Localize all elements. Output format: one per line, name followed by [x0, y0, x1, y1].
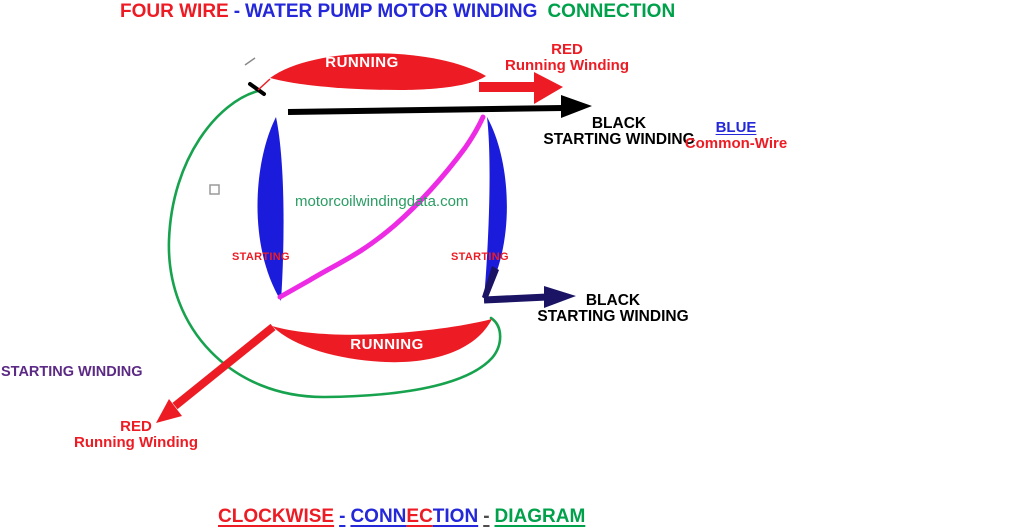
black-bottom-label: BLACK STARTING WINDING [537, 293, 688, 325]
red-arrow-top [479, 72, 563, 104]
black-bottom-line1: BLACK [585, 292, 641, 309]
black-bottom-line2: STARTING WINDING [537, 308, 689, 325]
red-top-line1: RED [551, 41, 583, 58]
blue-common-label: BLUE Common-Wire [685, 120, 787, 152]
red-connector-line [257, 78, 271, 91]
black-arrow-top [287, 95, 592, 118]
right-starting-lens [484, 117, 507, 299]
navy-arrow [483, 286, 576, 308]
starting-winding-purple-label: STARTING WINDING [1, 364, 143, 380]
red-arrow-bottom-head [156, 399, 182, 423]
red-arrow-bottom-shaft [172, 323, 276, 410]
gray-slash-mark [244, 57, 256, 66]
pen-tick-mark [248, 82, 266, 96]
starting-left-label: STARTING [232, 251, 290, 263]
footer-clockwise: CLOCKWISE [218, 506, 335, 527]
title-dash: - [233, 1, 241, 22]
footer-conn-c: TION [432, 506, 479, 527]
black-arrow-top-shaft [287, 105, 564, 115]
footer-diagram: DIAGRAM [494, 506, 586, 527]
black-arrow-top-head [561, 95, 592, 118]
black-top-line2: STARTING WINDING [543, 131, 695, 148]
black-top-label: BLACK STARTING WINDING [543, 116, 694, 148]
blue-wire-line: BLUE [715, 119, 757, 136]
running-top-label: RUNNING [325, 54, 399, 71]
magenta-connection-line [277, 114, 486, 300]
red-arrow-bottom [156, 323, 276, 423]
green-loop-path [167, 89, 502, 399]
footer-dash1: - [339, 506, 346, 527]
red-arrow-top-shaft [479, 82, 537, 92]
common-wire-line: Common-Wire [684, 135, 788, 152]
left-starting-lens [257, 117, 284, 301]
footer-conn-a: CONN [350, 506, 407, 527]
red-top-label: RED Running Winding [505, 42, 629, 74]
watermark-text: motorcoilwindingdata.com [295, 193, 469, 210]
title-water-pump: WATER PUMP MOTOR WINDING [245, 1, 538, 22]
red-bottom-label: RED Running Winding [74, 419, 198, 451]
terminal-square [209, 184, 220, 195]
running-bottom-label: RUNNING [350, 336, 424, 353]
navy-lens-tip [482, 266, 499, 300]
red-bottom-line2: Running Winding [74, 434, 198, 451]
page-title: FOUR WIRE-WATER PUMP MOTOR WINDING CONNEC… [120, 1, 675, 23]
footer-conn-b: EC [406, 506, 433, 527]
footer-title: CLOCKWISE-CONNECTION-DIAGRAM [218, 506, 585, 528]
black-top-line1: BLACK [591, 115, 647, 132]
footer-dash2: - [483, 506, 490, 527]
red-top-line2: Running Winding [505, 57, 629, 74]
navy-arrow-head [544, 286, 576, 308]
red-bottom-line1: RED [120, 418, 152, 435]
title-connection: CONNECTION [547, 1, 676, 22]
title-four-wire: FOUR WIRE [120, 1, 229, 22]
navy-arrow-shaft [483, 293, 548, 304]
running-bottom-lens [272, 319, 492, 363]
running-top-lens [270, 53, 486, 90]
starting-right-label: STARTING [451, 251, 509, 263]
red-arrow-top-head [534, 72, 563, 104]
